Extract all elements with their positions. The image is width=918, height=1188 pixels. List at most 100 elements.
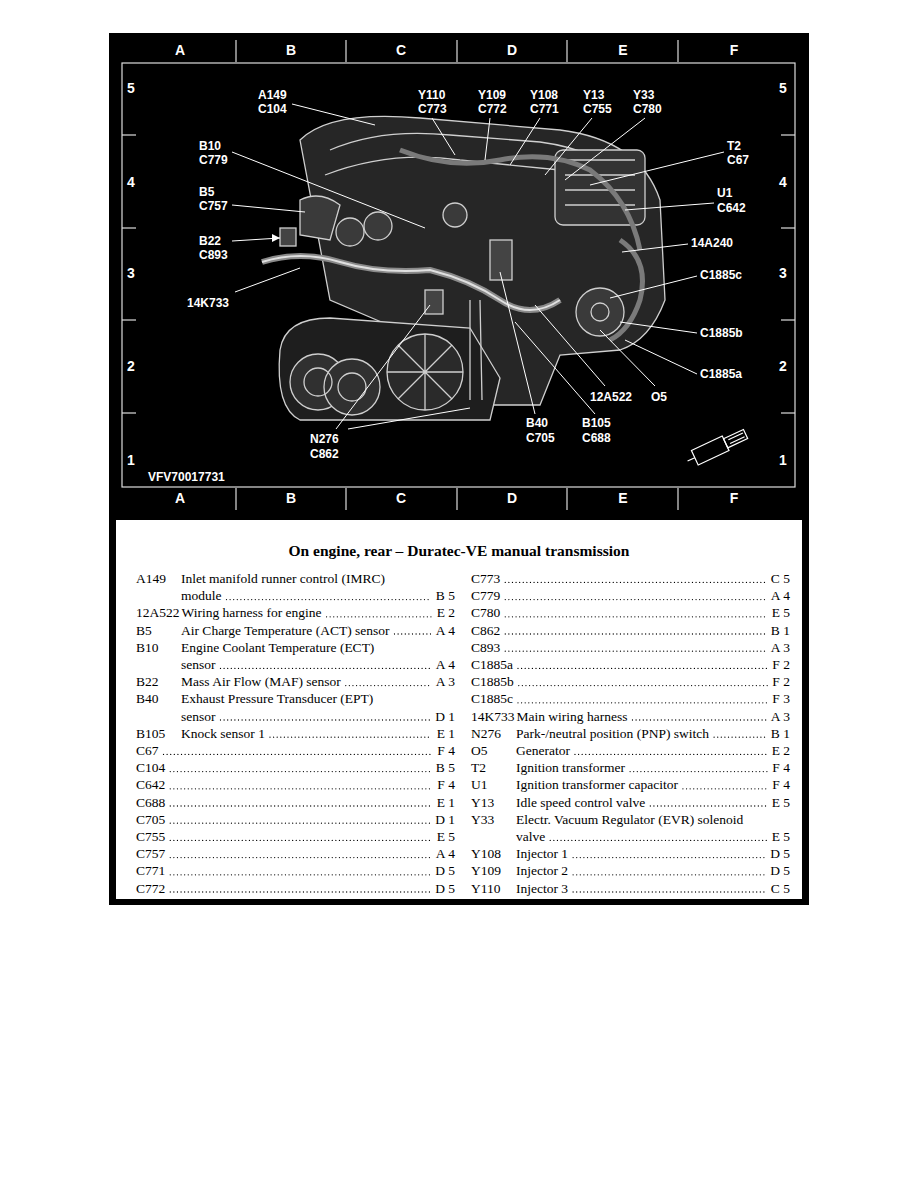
part-description: Park-/neutral position (PNP) switch bbox=[516, 725, 709, 742]
part-description: Air Charge Temperature (ACT) sensor bbox=[181, 622, 390, 639]
connector-number: C757 bbox=[199, 199, 228, 213]
callout-number: B22 bbox=[199, 234, 221, 248]
part-description: Injector 1 bbox=[516, 845, 568, 862]
grid-reference: D 1 bbox=[435, 811, 455, 828]
part-code: B5 bbox=[136, 622, 152, 639]
connector-number: C104 bbox=[258, 102, 287, 116]
grid-reference: B 5 bbox=[436, 587, 455, 604]
connector-number: C773 bbox=[418, 102, 447, 116]
grid-letter: E bbox=[618, 490, 627, 506]
callout-number: Y108 bbox=[530, 88, 558, 102]
part-code: T2 bbox=[471, 759, 486, 776]
callout-number: B10 bbox=[199, 139, 221, 153]
callout-number: N276 bbox=[310, 432, 339, 446]
part-description: Main wiring harness bbox=[517, 708, 628, 725]
grid-reference: A 3 bbox=[771, 708, 790, 725]
grid-reference: E 1 bbox=[437, 794, 455, 811]
connector-number: C67 bbox=[727, 153, 749, 167]
part-code: C705 bbox=[136, 811, 165, 828]
part-description: Injector 3 bbox=[516, 880, 568, 897]
part-code: B40 bbox=[136, 690, 159, 707]
grid-letter: D bbox=[507, 490, 517, 506]
part-code: C757 bbox=[136, 845, 165, 862]
callout-number: Y109 bbox=[478, 88, 506, 102]
connector-number: C1885a bbox=[700, 367, 742, 381]
grid-reference: B 1 bbox=[771, 725, 790, 742]
grid-reference: D 1 bbox=[435, 708, 455, 725]
dot-leader bbox=[714, 737, 766, 738]
part-code: B10 bbox=[136, 639, 159, 656]
dot-leader bbox=[170, 891, 430, 892]
callout-number: O5 bbox=[651, 390, 667, 404]
part-code: C773 bbox=[471, 570, 500, 587]
part-code: C771 bbox=[136, 862, 165, 879]
grid-letter: C bbox=[396, 490, 406, 506]
part-code: C779 bbox=[471, 587, 500, 604]
part-description: Exhaust Pressure Transducer (EPT) sensor bbox=[181, 690, 411, 724]
dot-leader bbox=[505, 599, 766, 600]
part-description: Idle speed control valve bbox=[516, 794, 645, 811]
grid-reference: E 2 bbox=[437, 604, 455, 621]
grid-reference: A 4 bbox=[436, 656, 455, 673]
grid-number: 3 bbox=[779, 265, 787, 281]
grid-reference: F 2 bbox=[772, 656, 790, 673]
dot-leader bbox=[221, 668, 431, 669]
callout-number: A149 bbox=[258, 88, 287, 102]
part-code: O5 bbox=[471, 742, 488, 759]
part-description: Wiring harness for engine bbox=[182, 604, 322, 621]
part-code: B105 bbox=[136, 725, 165, 742]
grid-reference: D 5 bbox=[770, 845, 790, 862]
grid-number: 2 bbox=[127, 358, 135, 374]
part-code: C1885c bbox=[471, 690, 513, 707]
connector-number: C779 bbox=[199, 153, 228, 167]
connector-number: C893 bbox=[199, 248, 228, 262]
grid-reference: C 5 bbox=[771, 880, 790, 897]
dot-leader bbox=[573, 891, 766, 892]
connector-number: C642 bbox=[717, 201, 746, 215]
callout-number: B5 bbox=[199, 185, 214, 199]
part-description: Injector 2 bbox=[516, 862, 568, 879]
part-code: C780 bbox=[471, 604, 500, 621]
grid-reference: F 4 bbox=[772, 759, 790, 776]
dot-leader bbox=[550, 840, 766, 841]
table-ground bbox=[116, 520, 802, 899]
grid-number: 5 bbox=[127, 80, 135, 96]
grid-letter: B bbox=[286, 490, 296, 506]
part-description: Inlet manifold runner control (IMRC) mod… bbox=[181, 570, 411, 604]
dot-leader bbox=[630, 771, 767, 772]
part-code: U1 bbox=[471, 776, 488, 793]
connector-number: C1885c bbox=[700, 268, 742, 282]
part-code: C1885a bbox=[471, 656, 513, 673]
connector-number: C688 bbox=[582, 431, 611, 445]
callout-number: 14A240 bbox=[691, 236, 733, 250]
dot-leader bbox=[573, 857, 765, 858]
part-description: Engine Coolant Temperature (ECT) sensor bbox=[181, 639, 411, 673]
grid-letter: F bbox=[730, 42, 739, 58]
part-code: Y108 bbox=[471, 845, 501, 862]
grid-reference: E 5 bbox=[772, 828, 790, 845]
dot-leader bbox=[327, 616, 432, 617]
callout-number: Y33 bbox=[633, 88, 654, 102]
leader-lines bbox=[232, 104, 724, 429]
part-code: B22 bbox=[136, 673, 159, 690]
part-description: Ignition transformer capacitor bbox=[516, 776, 678, 793]
engine-illustration bbox=[262, 116, 665, 420]
part-code: C688 bbox=[136, 794, 165, 811]
connector-number: C862 bbox=[310, 447, 339, 461]
part-code: N276 bbox=[471, 725, 501, 742]
grid-reference: A 4 bbox=[436, 845, 455, 862]
grid-reference: F 4 bbox=[437, 742, 455, 759]
grid-number: 4 bbox=[779, 174, 787, 190]
connector-number: C780 bbox=[633, 102, 662, 116]
dot-leaders bbox=[164, 582, 768, 892]
part-description: Ignition transformer bbox=[516, 759, 625, 776]
dot-leader bbox=[170, 840, 431, 841]
dot-leader bbox=[170, 874, 430, 875]
grid-reference: D 5 bbox=[435, 880, 455, 897]
figure-title: On engine, rear – Duratec-VE manual tran… bbox=[0, 542, 918, 560]
dot-leader bbox=[170, 805, 431, 806]
callout-number: B40 bbox=[526, 416, 548, 430]
connector-icon bbox=[684, 427, 749, 469]
